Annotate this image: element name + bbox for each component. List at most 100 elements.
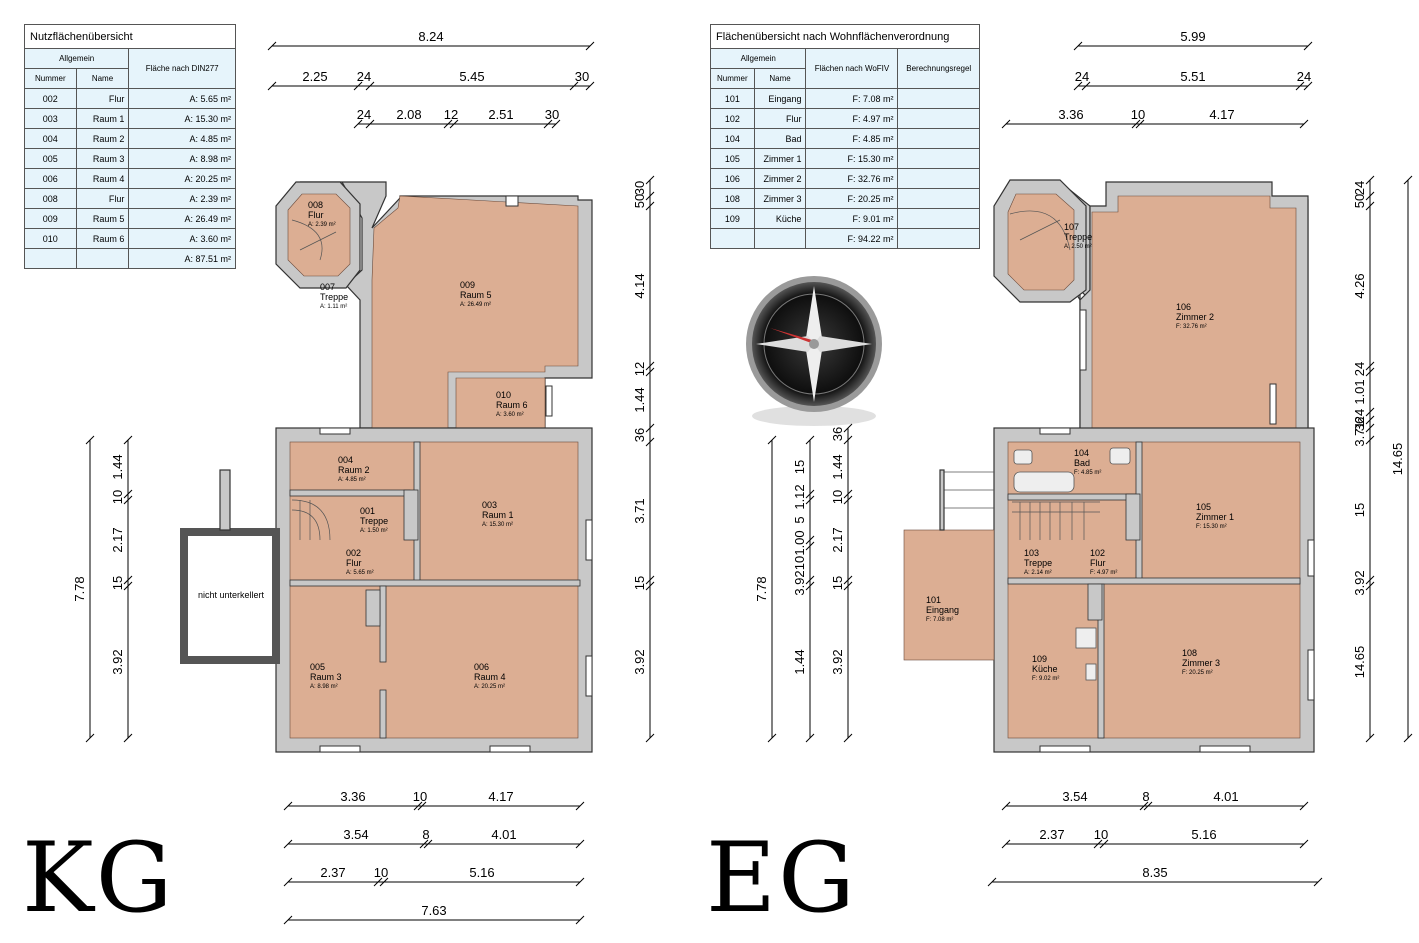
eg-cell — [897, 208, 980, 229]
eg-cell: Flur — [753, 108, 807, 129]
room-number: 001 — [360, 506, 376, 516]
room-number: 101 — [926, 595, 942, 605]
dimension-tick — [1365, 407, 1375, 417]
eg-cell: Zimmer 3 — [753, 188, 807, 209]
dimension-tick — [805, 495, 815, 505]
dimension-tick — [551, 119, 561, 129]
dimension-tick — [449, 119, 459, 129]
dimension-tick — [1295, 81, 1305, 91]
dimension-label: 3.92 — [110, 649, 125, 674]
room-name: Raum 3 — [310, 672, 342, 682]
eg-table-title: Flächenübersicht nach Wohnflächenverordn… — [710, 24, 980, 49]
eg-room-101 — [903, 529, 995, 661]
eg-cell: F: 15.30 m² — [805, 148, 899, 169]
dimension-label: 3.71 — [1352, 421, 1367, 446]
dimension-label: 24 — [1352, 181, 1367, 195]
dimension-tick — [123, 435, 133, 445]
dimension-label: 24 — [1352, 362, 1367, 376]
room-number: 002 — [346, 548, 362, 558]
kg-cell: 010 — [24, 228, 77, 249]
dimension-label: 1.00 — [792, 530, 807, 555]
room-area: A: 26.49 m² — [460, 302, 492, 308]
room-name: Raum 6 — [496, 400, 528, 410]
room-number: 003 — [482, 500, 498, 510]
dimension-label: 12 — [632, 362, 647, 376]
dimension-tick — [575, 915, 585, 925]
dimension-tick — [645, 575, 655, 585]
kg-label: KG — [22, 822, 175, 934]
dimension-tick — [1403, 733, 1413, 743]
dimension-tick — [123, 733, 133, 743]
eg-cell — [897, 108, 980, 129]
kg-cell: 002 — [24, 88, 77, 109]
dimension-tick — [1365, 575, 1375, 585]
room-name: Küche — [1032, 664, 1058, 674]
dimension-tick — [267, 81, 277, 91]
room-number: 109 — [1032, 654, 1048, 664]
dimension-tick — [1073, 41, 1083, 51]
dimension-tick — [645, 175, 655, 185]
dimension-tick — [283, 801, 293, 811]
eg-cell — [897, 88, 980, 109]
dimension-tick — [1365, 361, 1375, 371]
eg-cell: 106 — [710, 168, 755, 189]
kg-cell: A: 15.30 m² — [128, 108, 236, 129]
dimension-label: 4.17 — [1209, 107, 1234, 122]
room-area: F: 32.76 m² — [1176, 324, 1207, 330]
dimension-tick — [283, 877, 293, 887]
dimension-label: 15 — [632, 576, 647, 590]
dimension-tick — [987, 877, 997, 887]
dimension-tick — [805, 541, 815, 551]
eg-cell: Bad — [753, 128, 807, 149]
room-area: F: 4.97 m² — [1090, 570, 1118, 576]
dimension-label: 15 — [792, 460, 807, 474]
dimension-tick — [1365, 435, 1375, 445]
eg-cell: F: 32.76 m² — [805, 168, 899, 189]
dimension-label: 2.25 — [302, 69, 327, 84]
eg-room-107 — [1007, 193, 1075, 291]
dimension-label: 3.36 — [1058, 107, 1083, 122]
room-area: A: 8.98 m² — [310, 684, 338, 690]
eg-area-table: Flächenübersicht nach Wohnflächenverordn… — [709, 24, 980, 249]
dimension-tick — [805, 581, 815, 591]
room-number: 106 — [1176, 302, 1192, 312]
dimension-label: 3.92 — [792, 570, 807, 595]
room-number: 102 — [1090, 548, 1106, 558]
room-area: A: 1.50 m² — [360, 528, 388, 534]
dimension-tick — [365, 119, 375, 129]
dimension-tick — [1299, 801, 1309, 811]
kg-cell: Raum 5 — [75, 208, 130, 229]
dimension-tick — [843, 581, 853, 591]
dimension-tick — [283, 839, 293, 849]
dimension-label: 36 — [830, 427, 845, 441]
kg-entrance-wall — [219, 469, 231, 531]
dimension-label: 36 — [632, 428, 647, 442]
kg-col-allgemein: Allgemein — [23, 48, 130, 69]
room-area: F: 9.02 m² — [1032, 676, 1060, 682]
eg-cell — [897, 188, 980, 209]
dimension-label: 3.54 — [343, 827, 368, 842]
dimension-tick — [1093, 839, 1103, 849]
room-area: A: 2.14 m² — [1024, 570, 1052, 576]
dimension-tick — [805, 535, 815, 545]
room-name: Zimmer 3 — [1182, 658, 1220, 668]
room-area: A: 2.39 m² — [308, 222, 336, 228]
dimension-label: 15 — [110, 576, 125, 590]
dimension-tick — [585, 81, 595, 91]
dimension-tick — [645, 361, 655, 371]
nicht-unterkellert-label: nicht unterkellert — [197, 590, 265, 600]
dimension-tick — [365, 81, 375, 91]
dimension-label: 4.01 — [491, 827, 516, 842]
room-name: Raum 1 — [482, 510, 514, 520]
room-number: 007 — [320, 282, 336, 292]
eg-cell: 104 — [710, 128, 755, 149]
